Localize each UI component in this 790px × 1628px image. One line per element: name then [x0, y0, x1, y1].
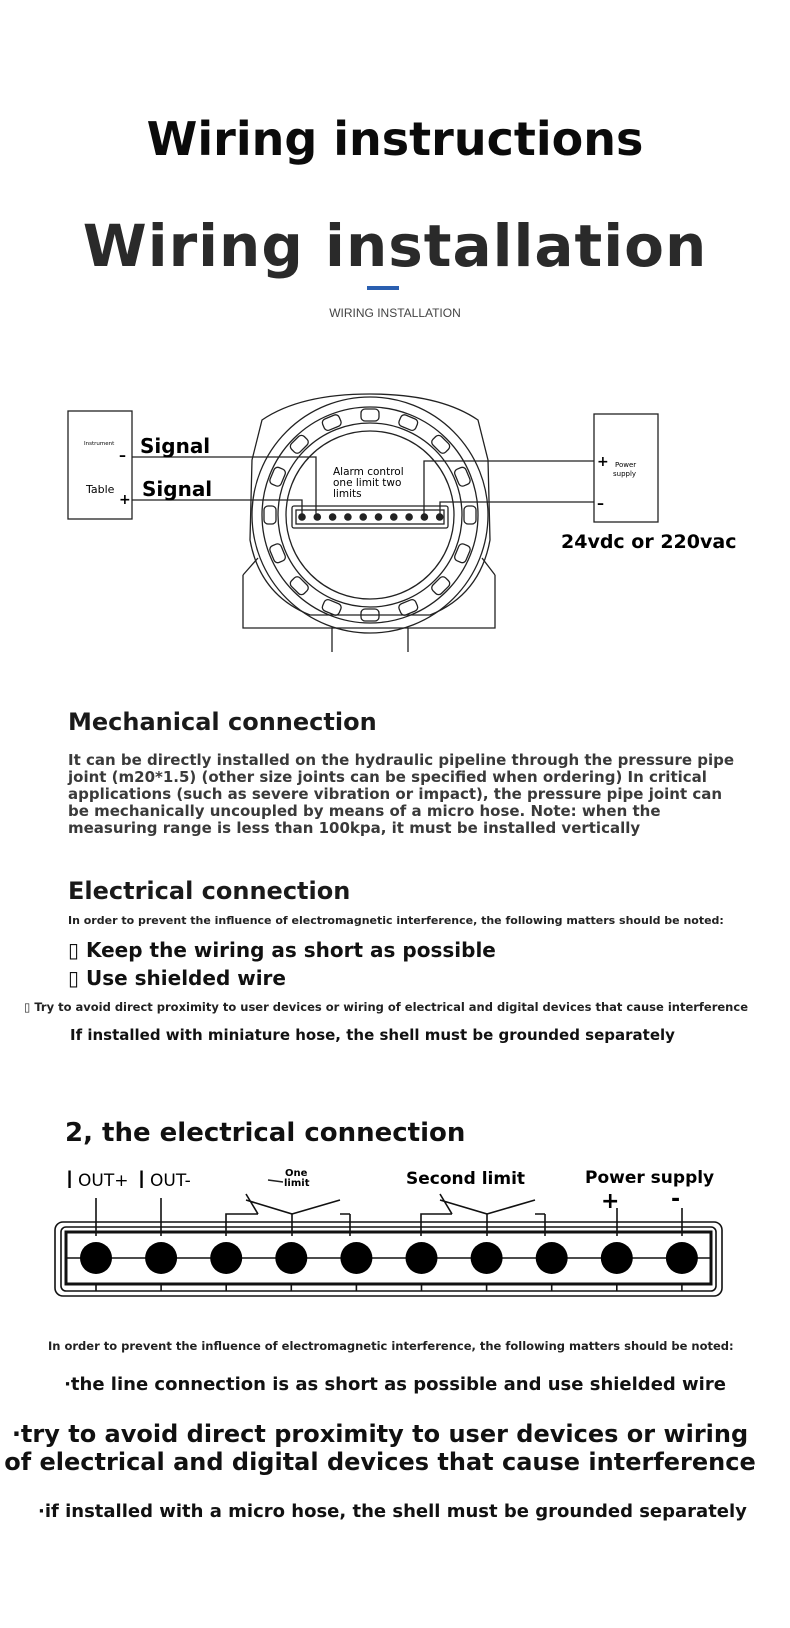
electrical-heading: Electrical connection: [68, 877, 351, 905]
terminal-screw: [275, 1242, 308, 1274]
terminal-screw: [600, 1242, 633, 1274]
note-proximity-line1: ·try to avoid direct proximity to user d…: [11, 1420, 749, 1448]
terminal-screw: [535, 1242, 568, 1274]
note-grounding: ·if installed with a micro hose, the she…: [38, 1501, 747, 1522]
housing-notch: [453, 543, 471, 564]
section-heading: Wiring installation: [82, 212, 708, 280]
signal-label-bottom: Signal: [142, 477, 212, 501]
housing-notch: [263, 505, 277, 525]
terminal-dot: [435, 513, 444, 521]
terminal-screw: [665, 1242, 698, 1274]
electrical-item-shielded: ▯ Use shielded wire: [68, 966, 286, 990]
terminal-dot: [344, 513, 352, 521]
power-label-line1: Power: [615, 461, 636, 469]
mechanical-body: It can be directly installed on the hydr…: [68, 752, 768, 837]
housing-notch: [360, 608, 380, 622]
power-minus-sign: –: [597, 496, 604, 512]
terminal-screw: [145, 1242, 178, 1274]
mechanical-line: It can be directly installed on the hydr…: [68, 751, 735, 769]
housing-notch: [289, 576, 309, 596]
second-limit-label: Second limit: [406, 1169, 525, 1189]
accent-bar: [367, 286, 399, 290]
terminal-screw: [210, 1242, 243, 1274]
electrical-item-grounding: If installed with miniature hose, the sh…: [70, 1026, 675, 1044]
terminal-dot: [328, 513, 337, 521]
iout-minus-i: I: [138, 1166, 145, 1194]
housing-notch: [289, 434, 309, 454]
one-limit-label-line2: limit: [284, 1178, 310, 1189]
power-label-line2: supply: [613, 470, 636, 478]
one-limit-label-line1: One: [285, 1168, 308, 1179]
power-supply-label: Power supply: [585, 1168, 714, 1188]
terminal-dot: [420, 513, 429, 521]
iout-plus-label: OUT+: [78, 1171, 128, 1191]
section-subheading: WIRING INSTALLATION: [329, 306, 461, 320]
power-minus-sign: -: [671, 1187, 680, 1212]
electrical-item-short-wiring: ▯ Keep the wiring as short as possible: [68, 938, 496, 962]
power-plus-sign: +: [601, 1189, 619, 1214]
electrical-intro: In order to prevent the influence of ele…: [68, 914, 724, 927]
terminal-dot: [359, 513, 368, 521]
housing-notch: [398, 598, 419, 616]
mechanical-line: be mechanically uncoupled by means of a …: [68, 802, 661, 820]
section2-heading: 2, the electrical connection: [65, 1118, 466, 1148]
alarm-label-line3: limits: [333, 488, 362, 500]
iout-plus-i: I: [66, 1166, 73, 1194]
plus-sign: +: [119, 492, 131, 508]
iout-minus-label: OUT-: [150, 1171, 191, 1191]
mechanical-heading: Mechanical connection: [68, 708, 377, 736]
terminal-dot: [390, 513, 398, 521]
minus-sign: –: [119, 448, 126, 464]
housing-notch: [453, 466, 471, 487]
page-title: Wiring instructions: [146, 112, 644, 166]
terminal-screw: [340, 1242, 373, 1274]
electrical-item-proximity: ▯ Try to avoid direct proximity to user …: [24, 1000, 748, 1014]
housing-notch: [360, 408, 380, 422]
housing-notch: [269, 466, 287, 487]
alarm-label-line1: Alarm control: [333, 466, 404, 478]
instrument-label: Instrument: [84, 441, 115, 447]
power-supply-box: [593, 413, 659, 523]
power-plus-sign: +: [597, 454, 609, 470]
table-label: Table: [85, 483, 115, 496]
signal-label-top: Signal: [140, 434, 210, 458]
terminal-screw: [470, 1242, 503, 1274]
terminal-screw: [80, 1242, 112, 1274]
mechanical-line: measuring range is less than 100kpa, it …: [68, 819, 641, 837]
note-proximity-line2: of electrical and digital devices that c…: [4, 1448, 756, 1476]
housing-notch: [463, 505, 477, 525]
housing-notch: [398, 414, 419, 432]
housing-notch: [431, 576, 451, 596]
mechanical-line: applications (such as severe vibration o…: [68, 785, 723, 803]
housing-notch: [431, 434, 451, 454]
terminal-dot: [298, 513, 306, 521]
terminal-dot: [313, 513, 322, 521]
housing-notch: [321, 414, 342, 432]
note-short-shielded: ·the line connection is as short as poss…: [64, 1374, 726, 1395]
housing-notch: [269, 543, 287, 564]
terminal-screw: [405, 1242, 438, 1274]
notes-intro: In order to prevent the influence of ele…: [48, 1339, 734, 1353]
terminal-dot: [374, 513, 383, 521]
mechanical-line: joint (m20*1.5) (other size joints can b…: [68, 768, 707, 786]
instrument-box: [67, 410, 133, 520]
terminal-dot: [405, 513, 413, 521]
terminal-block-diagram: I OUT+ I OUT- One limit Second limit Pow…: [54, 1166, 723, 1297]
voltage-label: 24vdc or 220vac: [561, 531, 736, 553]
housing-notch: [321, 598, 342, 616]
alarm-label-line2: one limit two: [333, 477, 401, 489]
wiring-diagram: Instrument Table – + Signal Signal Alarm…: [67, 393, 736, 652]
